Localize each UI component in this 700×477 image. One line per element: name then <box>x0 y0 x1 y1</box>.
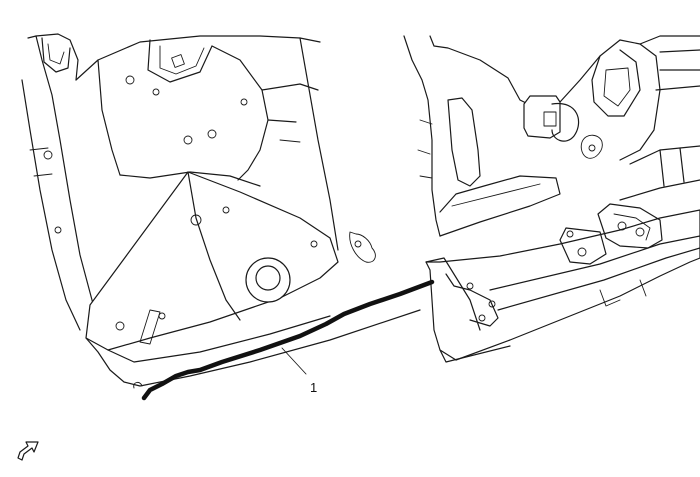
rear-rail-assembly <box>425 145 700 363</box>
left-pillar <box>21 33 101 331</box>
front-direction-arrow-icon <box>17 441 39 461</box>
right-upper-structure <box>403 35 700 237</box>
latch-striker <box>523 95 603 159</box>
callout-1: 1 <box>281 347 317 395</box>
callout-1-label: 1 <box>310 380 317 395</box>
wheelhouse-bracket <box>85 171 421 387</box>
drain-hose <box>133 279 435 401</box>
rear-inner-panel <box>75 35 339 251</box>
